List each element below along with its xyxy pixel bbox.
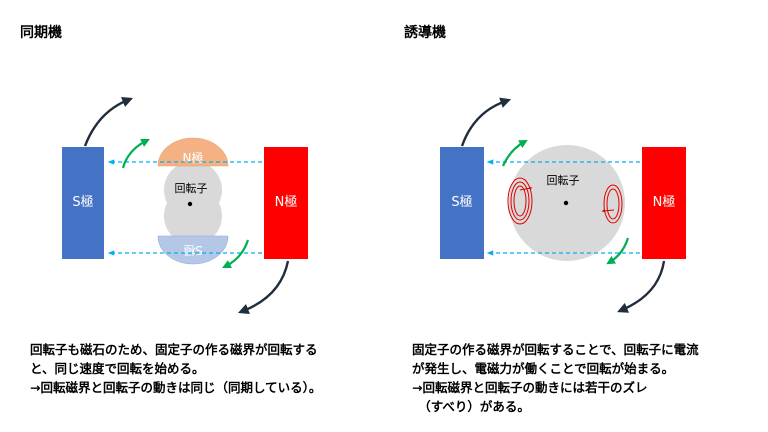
caption-line: 固定子の作る磁界が回転することで、回転子に電流 (412, 342, 699, 357)
synchronous-caption: 回転子も磁石のため、固定子の作る磁界が回転する と、同じ速度で回転を始める。 →… (30, 340, 321, 397)
rotation-arrow-bottom (222, 239, 250, 268)
rotor-center-dot (187, 201, 193, 207)
stator-arrow-bottom (237, 260, 290, 315)
stator-n-pole (264, 147, 308, 259)
rotor-s-pole (157, 235, 229, 265)
stator-s-label: S極 (451, 194, 472, 210)
rotor-s-label: S極 (183, 243, 203, 258)
eddy-current-left (507, 177, 533, 225)
caption-line: →回転磁界と回転子の動きには若干のズレ (412, 380, 648, 395)
synchronous-machine-title: 同期機 (20, 25, 62, 41)
rotor-n-pole (157, 137, 229, 167)
induction-machine-title: 誘導機 (404, 25, 446, 41)
caption-line: と、同じ速度で回転を始める。 (30, 361, 205, 376)
caption-line: →回転磁界と回転子の動きは同じ（同期している）。 (30, 380, 322, 395)
stator-arrow-top (460, 97, 512, 147)
rotation-arrow-top (501, 139, 528, 167)
stator-s-label: S極 (72, 194, 93, 210)
rotor-label: 回転子 (547, 174, 580, 187)
rotor-center-dot (563, 200, 569, 206)
caption-line: が発生し、電磁力が働くことで回転が始まる。 (412, 361, 675, 376)
stator-s-pole (62, 147, 104, 259)
caption-line: （すべり）がある。 (412, 399, 530, 414)
induction-diagram: S極 N極 回転子 (440, 97, 686, 313)
eddy-current-right (601, 184, 623, 224)
rotation-arrow-bottom (606, 237, 630, 265)
induction-caption: 固定子の作る磁界が回転することで、回転子に電流 が発生し、電磁力が働くことで回転… (412, 340, 699, 416)
stator-n-label: N極 (275, 194, 298, 210)
rotor-lobe-bottom (164, 187, 222, 245)
stator-s-pole (440, 147, 484, 259)
synchronous-diagram: S極 N極 N極 S極 回転子 (62, 96, 308, 315)
stator-arrow-bottom (617, 260, 666, 313)
rotor-label: 回転子 (175, 182, 208, 195)
stator-n-pole (642, 147, 686, 259)
rotation-arrow-top (121, 139, 150, 169)
caption-line: 回転子も磁石のため、固定子の作る磁界が回転する (30, 342, 318, 357)
stator-n-label: N極 (653, 194, 676, 210)
stator-arrow-top (83, 96, 134, 147)
rotor-n-label: N極 (183, 150, 204, 165)
